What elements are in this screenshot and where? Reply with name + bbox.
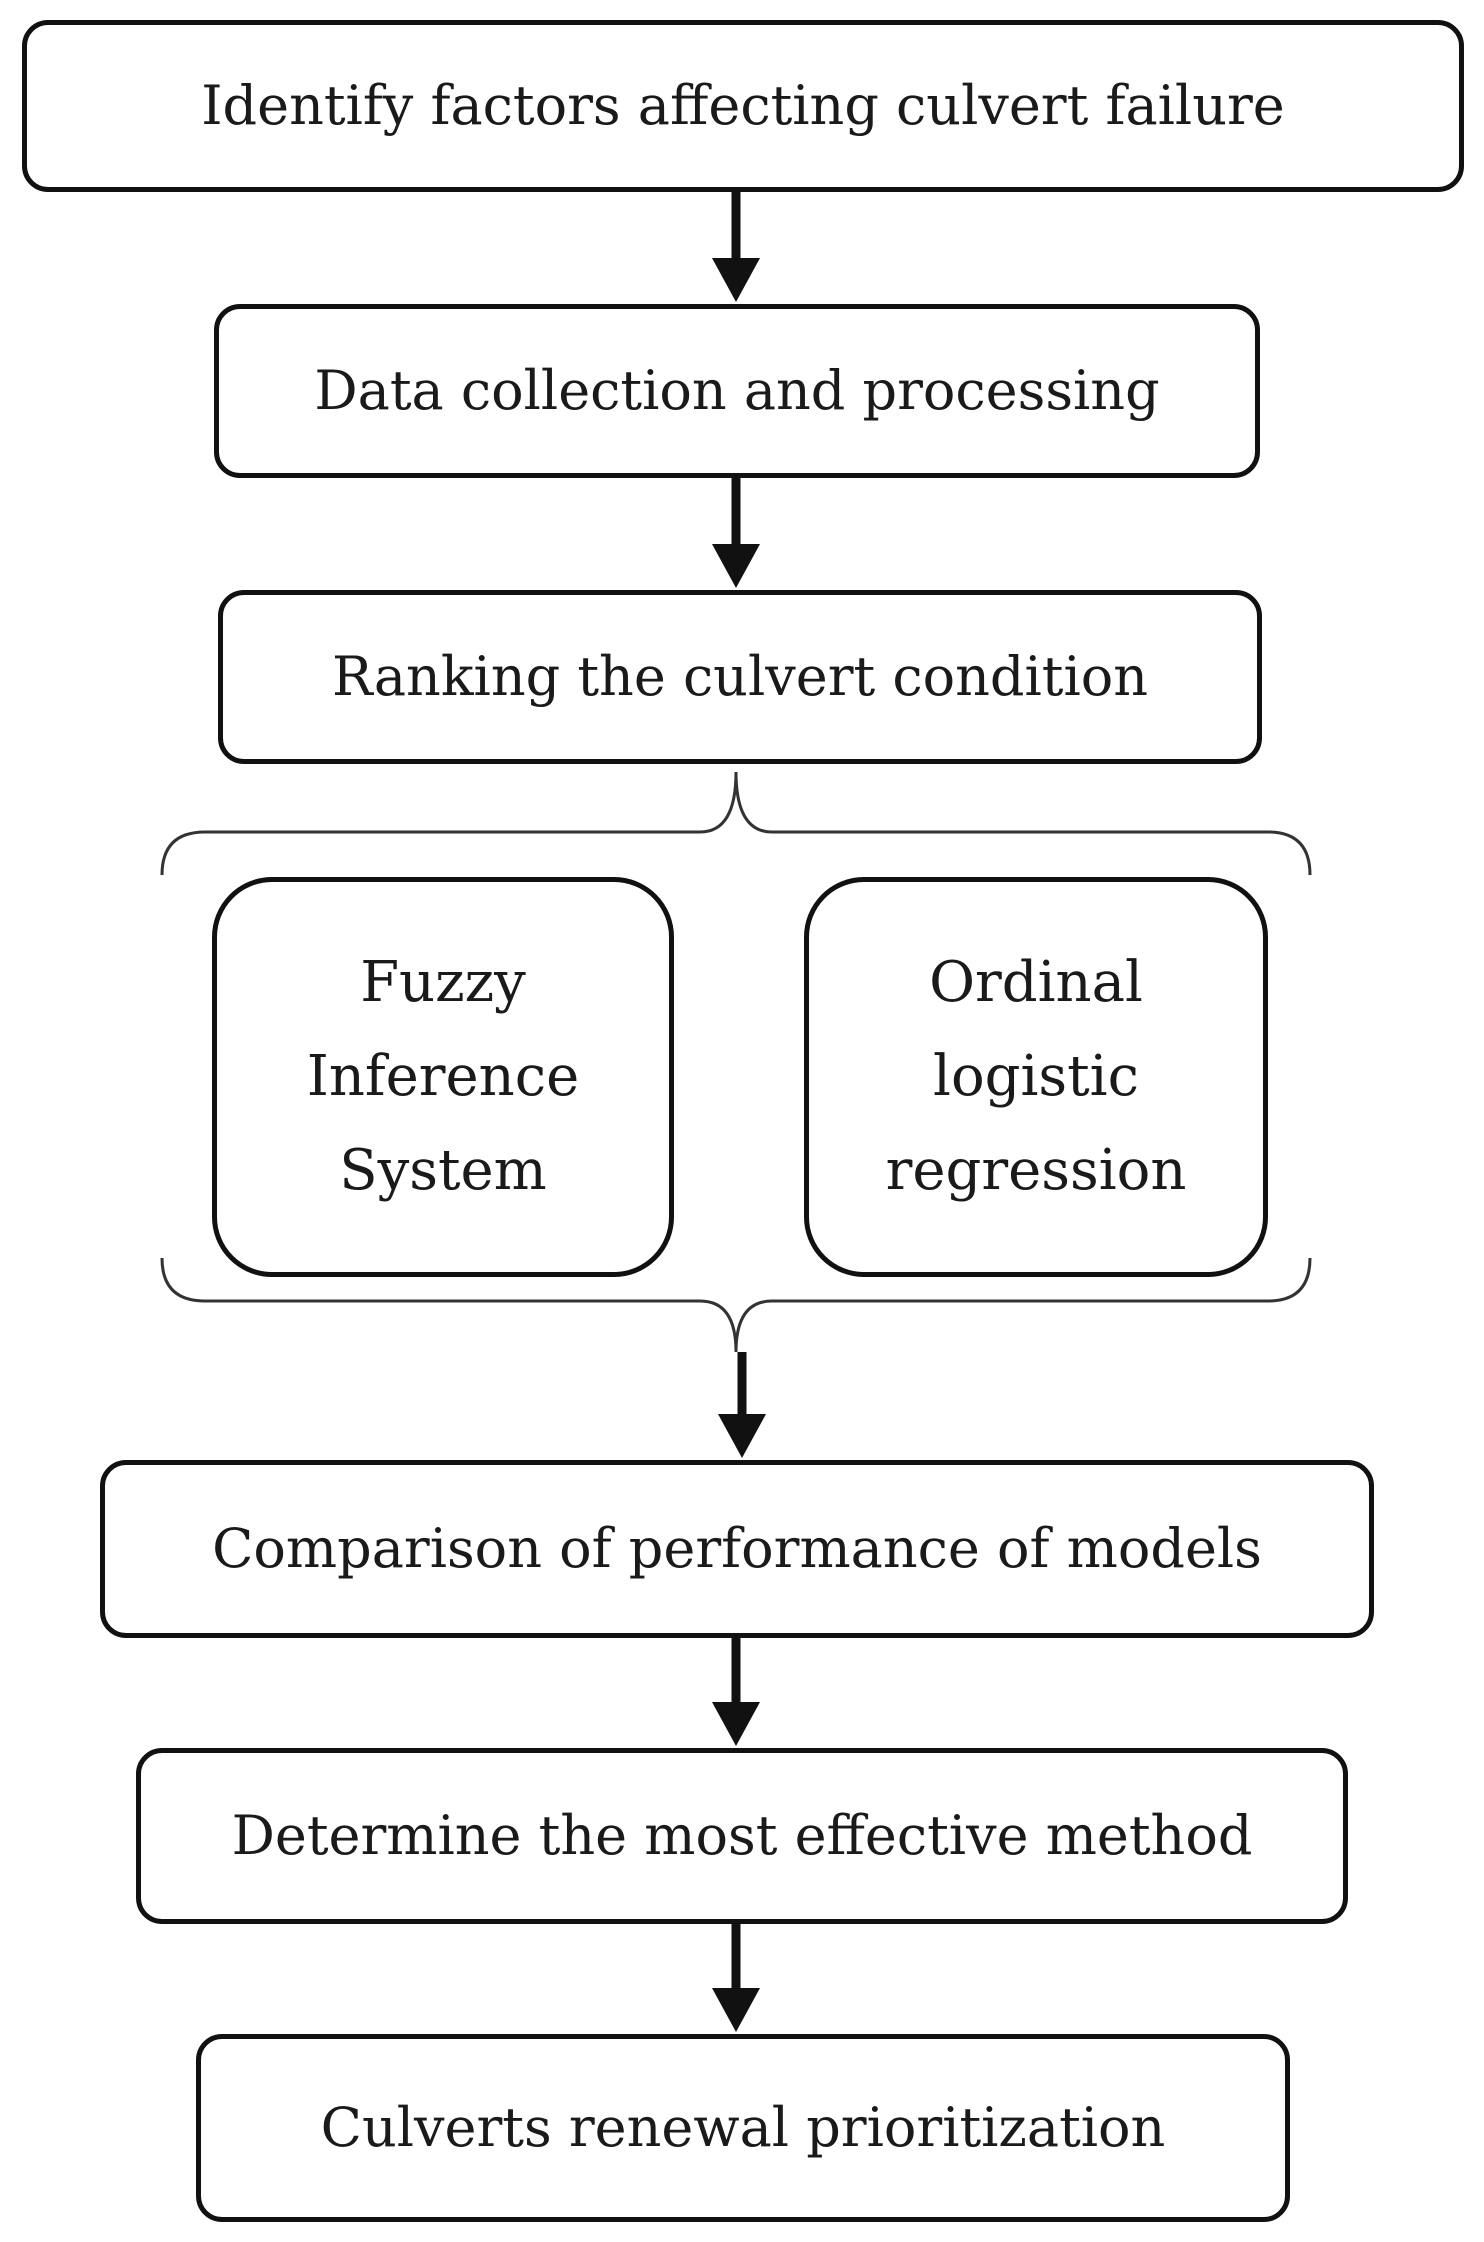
model-fuzzy-line-3: System [339,1138,547,1203]
step-determine-method-label: Determine the most effective method [231,1803,1253,1867]
model-fuzzy-line-1: Fuzzy [360,950,526,1015]
step-ranking-label: Ranking the culvert condition [331,644,1149,708]
step-identify-factors-label: Identify factors affecting culvert failu… [201,73,1285,137]
model-fuzzy-inference-system: Fuzzy Inference System [212,877,674,1277]
brace-bottom [160,1257,1312,1353]
model-ordinal-logistic-regression: Ordinal logistic regression [804,877,1268,1277]
step-data-collection-label: Data collection and processing [314,358,1160,422]
model-ordinal-line-3: regression [885,1138,1187,1203]
arrow-comparison-to-determine [712,1636,760,1746]
step-identify-factors: Identify factors affecting culvert failu… [22,20,1464,192]
arrow-identify-to-data [712,190,760,302]
arrow-data-to-ranking [712,476,760,588]
step-comparison-label: Comparison of performance of models [212,1516,1262,1580]
arrow-models-to-comparison [718,1352,766,1458]
model-ordinal-line-1: Ordinal [929,950,1143,1015]
step-renewal-prioritization-label: Culverts renewal prioritization [320,2095,1166,2159]
arrow-determine-to-renewal [712,1922,760,2032]
model-fuzzy-line-2: Inference [306,1044,580,1109]
step-ranking: Ranking the culvert condition [218,590,1262,764]
step-comparison: Comparison of performance of models [100,1460,1374,1638]
model-ordinal-line-2: logistic [933,1044,1139,1109]
step-determine-method: Determine the most effective method [136,1748,1348,1924]
step-renewal-prioritization: Culverts renewal prioritization [196,2034,1290,2222]
step-data-collection: Data collection and processing [214,304,1260,478]
brace-top [160,771,1312,876]
